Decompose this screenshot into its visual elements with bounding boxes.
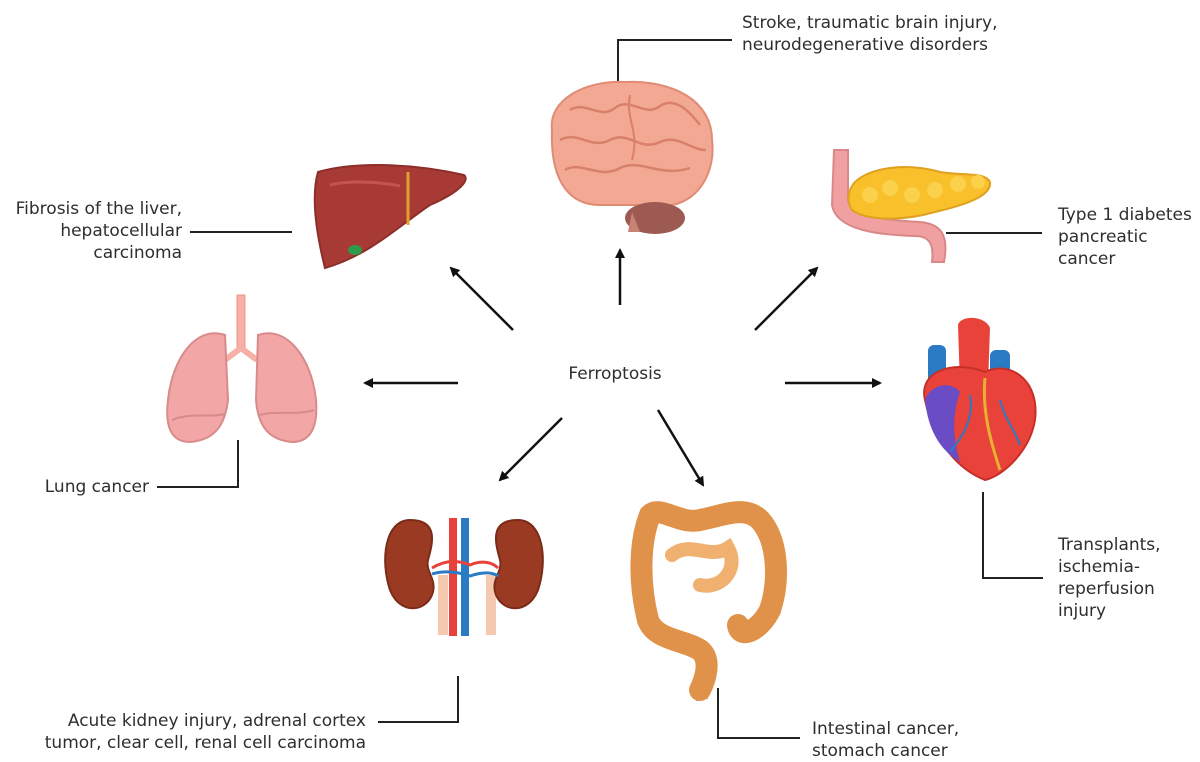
leader-intestine xyxy=(718,688,800,738)
brain-icon xyxy=(552,82,713,234)
kidney-icon xyxy=(385,518,543,636)
intestine-icon xyxy=(641,512,776,700)
arrow-to-intestine xyxy=(658,410,703,485)
heart-icon xyxy=(924,318,1035,480)
pancreas-icon xyxy=(832,150,990,262)
center-label: Ferroptosis xyxy=(555,363,675,385)
leader-heart xyxy=(983,492,1043,578)
lungs-icon xyxy=(167,295,316,442)
arrow-to-pancreas xyxy=(755,268,817,330)
lungs-label: Lung cancer xyxy=(0,476,149,498)
brain-label: Stroke, traumatic brain injury, neurodeg… xyxy=(742,12,1042,56)
kidney-label: Acute kidney injury, adrenal cortex tumo… xyxy=(20,710,366,754)
leader-lungs xyxy=(157,440,238,487)
leader-brain xyxy=(618,40,732,88)
heart-label: Transplants, ischemia- reperfusion injur… xyxy=(1058,534,1188,622)
liver-label: Fibrosis of the liver, hepatocellular ca… xyxy=(0,198,182,264)
arrow-to-kidney xyxy=(500,418,562,480)
leader-kidney xyxy=(378,676,458,722)
pancreas-label: Type 1 diabetes pancreatic cancer xyxy=(1058,204,1198,270)
arrow-to-liver xyxy=(451,268,513,330)
liver-icon xyxy=(315,165,466,268)
intestine-label: Intestinal cancer, stomach cancer xyxy=(812,718,1012,762)
